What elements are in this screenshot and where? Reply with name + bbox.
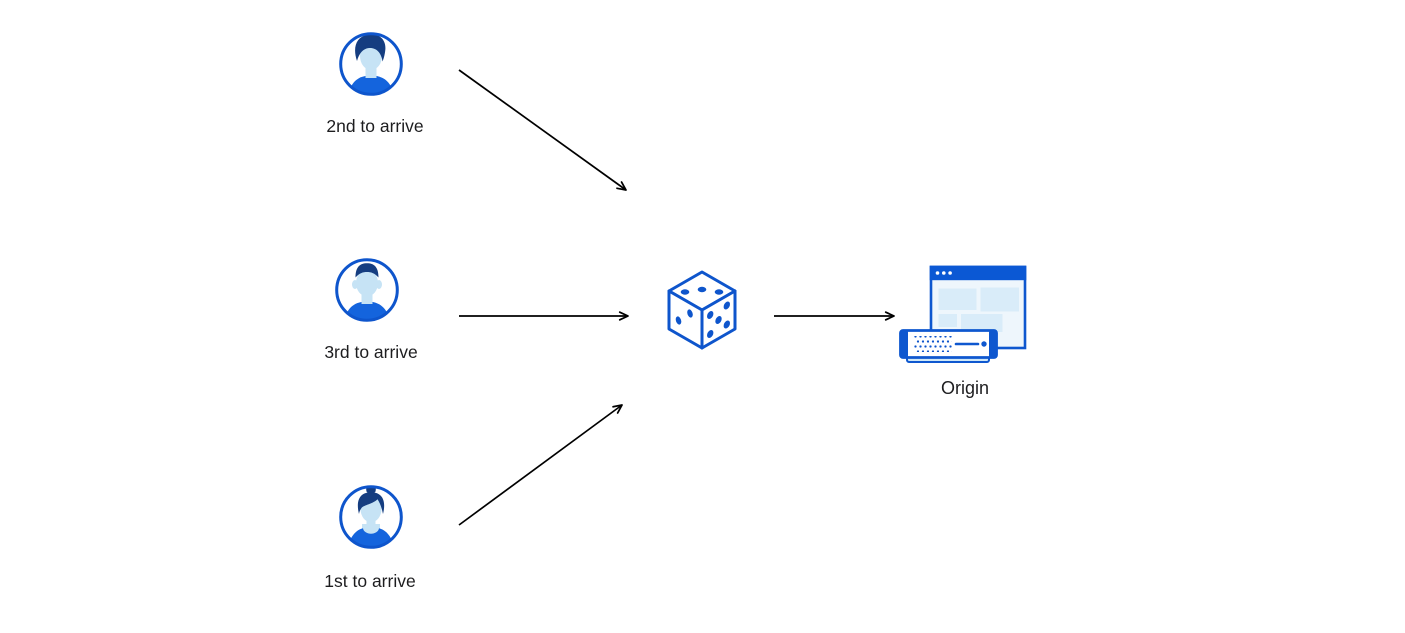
client-1st-label: 1st to arrive — [324, 571, 416, 591]
arrow-client-1st-to-dice — [458, 404, 623, 526]
origin-server-browser-icon — [899, 265, 1027, 363]
user-avatar-man-quiff-icon — [339, 32, 403, 96]
server-box — [899, 329, 998, 363]
user-avatar-man-short-hair-icon — [335, 258, 399, 322]
arrow-client-2nd-to-dice — [458, 69, 627, 191]
dice-icon — [667, 270, 737, 350]
client-2nd-label: 2nd to arrive — [326, 116, 424, 136]
client-3rd-label: 3rd to arrive — [324, 342, 418, 362]
user-avatar-woman-bun-icon — [339, 485, 403, 549]
origin-label: Origin — [940, 378, 989, 398]
